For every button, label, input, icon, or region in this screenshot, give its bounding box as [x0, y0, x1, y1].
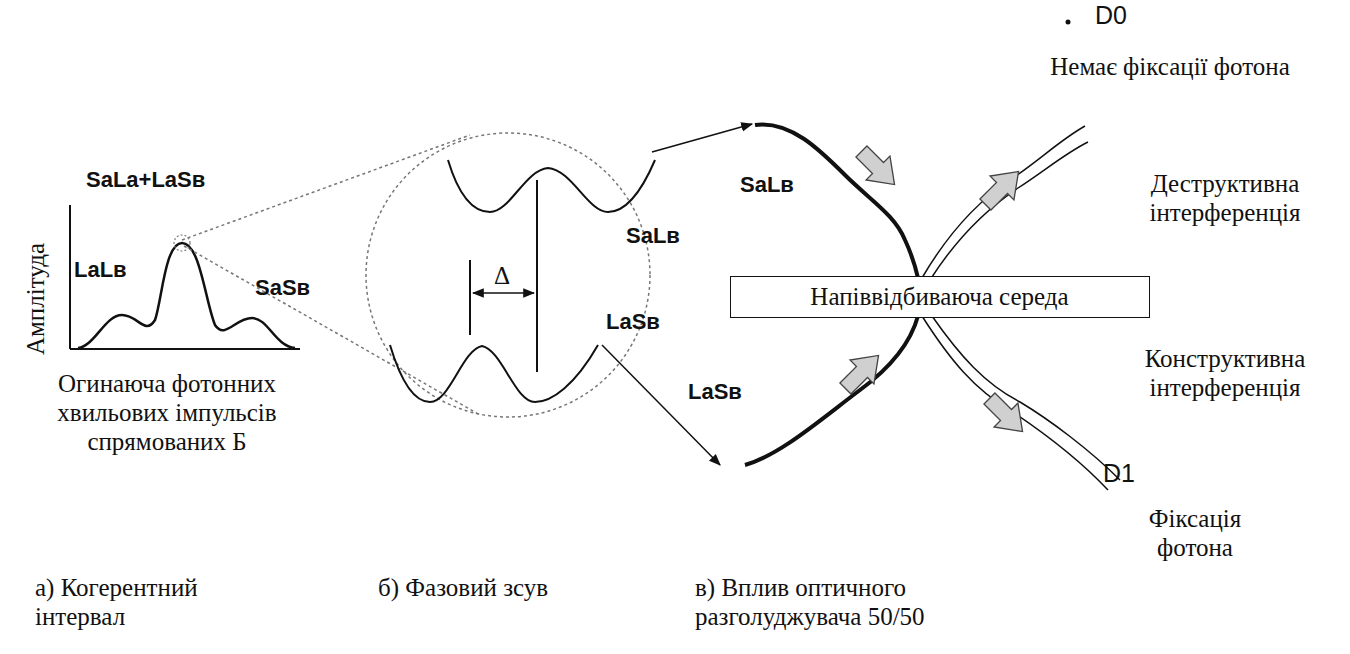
box-text: Напіввідбиваюча середа — [810, 283, 1068, 311]
panel-caption: а) Когерентний інтервал — [35, 574, 275, 632]
leader-arrow — [652, 124, 752, 152]
detector-label: D0 — [1095, 2, 1127, 30]
panel-caption: в) Вплив оптичного разголуджувача 50/50 — [695, 574, 1015, 632]
wave — [448, 160, 655, 212]
output-path — [930, 142, 1088, 280]
path-label: SaLв — [740, 173, 794, 197]
note-text: Фіксація фотона — [1120, 505, 1270, 563]
delta-arrow — [473, 292, 534, 294]
note-text: Деструктивна інтерференція — [1110, 170, 1340, 228]
peak-label: SaSв — [255, 276, 310, 300]
caption-text: Огинаюча фотонних хвильових імпульсів сп… — [2, 370, 332, 456]
peak-label: LaLв — [74, 258, 127, 282]
zoom-circle — [366, 133, 650, 417]
beam-splitter-box: Напіввідбиваюча середа — [730, 276, 1150, 318]
leader-arrow — [602, 345, 720, 465]
photon-path — [755, 124, 918, 278]
delta-label: Δ — [494, 262, 510, 291]
wave-label: SaLв — [626, 224, 680, 248]
detector-label: D1 — [1103, 460, 1135, 488]
panel-caption: б) Фазовий зсув — [378, 574, 548, 603]
output-path — [932, 316, 1120, 480]
note-text: Конструктивна інтерференція — [1105, 345, 1345, 403]
zoom-line — [182, 135, 470, 240]
zoom-mark — [174, 235, 190, 251]
dot — [1066, 20, 1071, 25]
phase-line — [536, 180, 538, 372]
block-arrow — [850, 140, 907, 197]
axis — [69, 205, 71, 349]
path-label: LaSв — [688, 380, 742, 404]
output-path — [922, 316, 1108, 490]
block-arrow — [974, 160, 1031, 217]
axis — [70, 348, 300, 350]
block-arrow — [978, 387, 1035, 444]
axis-label: Амплітуда — [22, 243, 51, 355]
wave — [390, 345, 598, 402]
note-text: Немає фіксації фотона — [1045, 53, 1295, 82]
block-arrow — [834, 344, 891, 401]
wave-label: LaSв — [606, 310, 660, 334]
peak-label: SaLa+LaSв — [86, 168, 205, 192]
phase-line — [469, 260, 471, 335]
photon-path — [745, 316, 918, 465]
